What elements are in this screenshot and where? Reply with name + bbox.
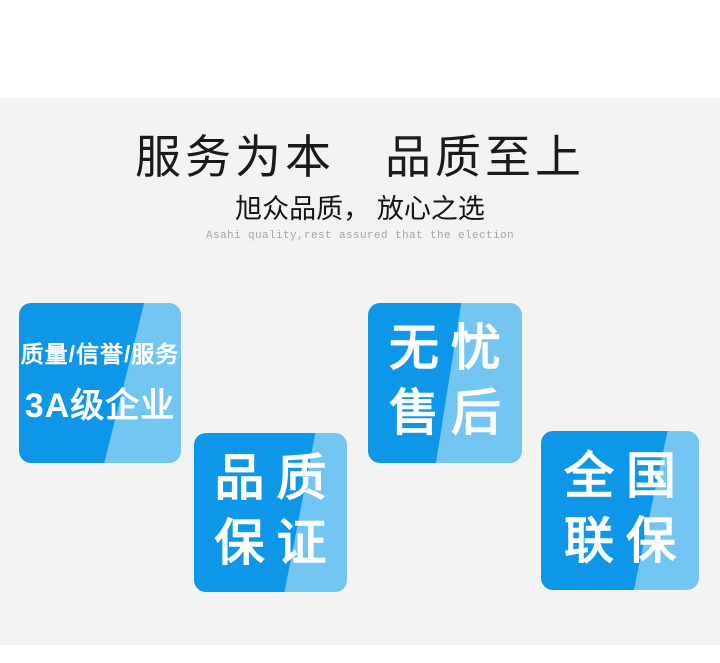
badge-national-line2: 联保	[564, 513, 688, 569]
badge-3a-line2: 3A级企业	[24, 387, 176, 425]
badge-worry-free-line2: 售后	[389, 385, 513, 441]
badge-quality-line2: 保证	[214, 515, 339, 571]
badge-3a-enterprise: 质量/信誉/服务 3A级企业	[19, 303, 181, 463]
badge-worry-free-line1: 无忧	[389, 320, 513, 376]
page-subtitle-english: Asahi quality,rest assured that the elec…	[205, 230, 515, 242]
badge-quality-line1: 品质	[214, 450, 339, 506]
badge-3a-line1: 质量/信誉/服务	[20, 341, 180, 367]
page-subtitle: 旭众品质， 放心之选	[235, 194, 485, 224]
badge-worry-free-service: 无忧 售后	[368, 303, 522, 463]
badge-national-warranty: 全国 联保	[541, 431, 699, 590]
badge-national-line1: 全国	[564, 448, 688, 504]
badge-quality-guarantee: 品质 保证	[194, 433, 347, 592]
page-title: 服务为本 品质至上	[135, 131, 585, 183]
